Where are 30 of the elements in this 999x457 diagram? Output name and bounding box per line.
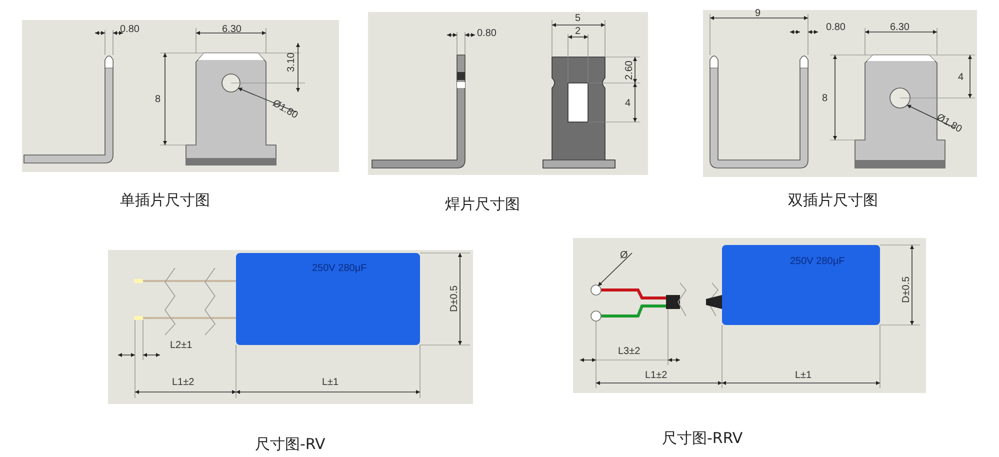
dimension-label: L±1	[322, 377, 339, 388]
dimension-label: 6.30	[890, 22, 910, 33]
dimension-label: 0.80	[120, 24, 140, 35]
dimension-label: 9	[755, 8, 761, 19]
dimension-label: L1±2	[645, 370, 668, 381]
dimension-label: L1±2	[172, 377, 194, 388]
dimension-label: 4	[625, 98, 631, 109]
dimension-label: 2	[575, 26, 581, 37]
dimension-label: 0.80	[477, 28, 496, 39]
figure-caption: 双插片尺寸图	[788, 192, 878, 209]
dimension-label: 8	[155, 94, 161, 105]
dimension-label: D±0.5	[449, 285, 460, 312]
dimension-label: L±1	[795, 370, 812, 381]
dimension-label: L3±2	[618, 346, 640, 357]
figure-caption: 单插片尺寸图	[120, 192, 210, 209]
dimension-label: 3.10	[286, 52, 297, 72]
dimension-label: D±0.5	[901, 276, 912, 303]
capacitor-marking: 250V 280μF	[312, 263, 367, 274]
figure-caption: 尺寸图-RV	[255, 436, 326, 453]
figure-caption: 焊片尺寸图	[445, 196, 520, 213]
capacitor-marking: 250V 280μF	[790, 256, 845, 267]
dimension-label: L2±1	[170, 340, 192, 351]
figure-caption: 尺寸图-RRV	[662, 430, 743, 447]
dimension-label: 4	[958, 72, 964, 83]
dimension-label: 2.60	[624, 60, 635, 80]
dimension-label: 6.30	[222, 24, 242, 35]
dimension-label: 5	[575, 13, 581, 24]
dimension-label: Ø	[620, 250, 628, 261]
dimension-label: 8	[822, 93, 828, 104]
dimension-label: 0.80	[826, 22, 846, 33]
